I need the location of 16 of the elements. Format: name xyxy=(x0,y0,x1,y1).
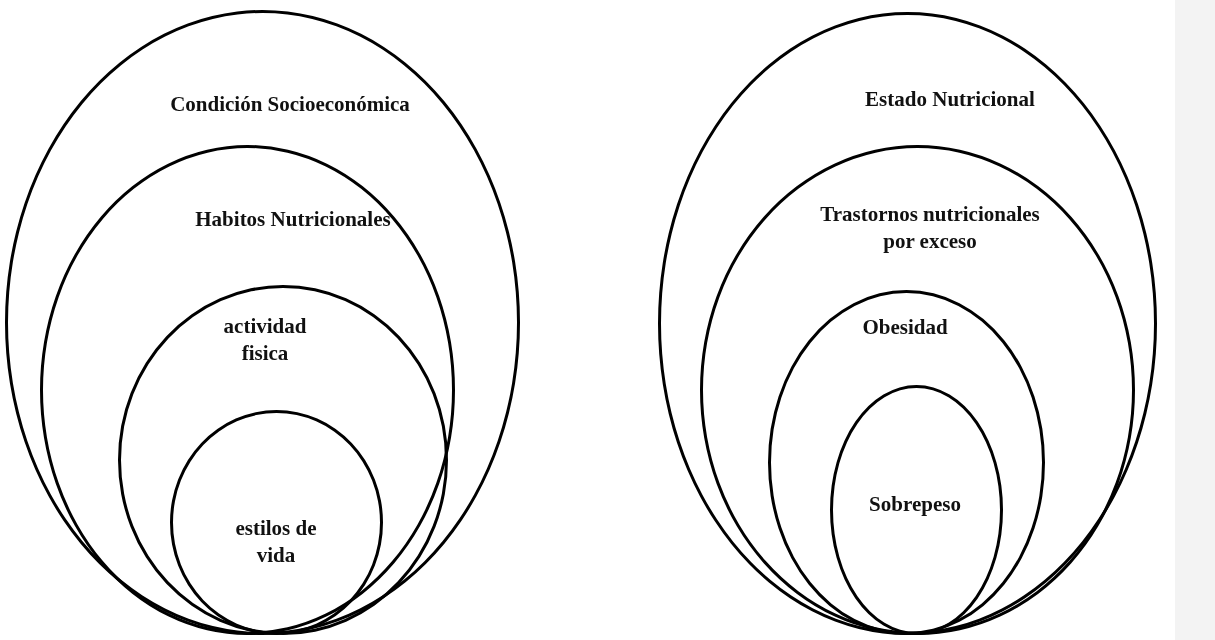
region-label: Sobrepeso xyxy=(868,491,962,519)
ellipse-region xyxy=(658,12,1157,635)
ellipse-region xyxy=(5,10,520,635)
region-label: actividad fisica xyxy=(222,312,308,367)
region-label: Obesidad xyxy=(861,314,949,342)
region-label: Habitos Nutricionales xyxy=(194,206,392,234)
region-label: Trastornos nutricionales por exceso xyxy=(819,200,1041,255)
region-label: Condición Socioeconómica xyxy=(169,91,411,119)
region-label: Estado Nutricional xyxy=(864,86,1036,114)
region-label: estilos de vida xyxy=(234,514,318,569)
ellipse-region xyxy=(40,145,455,635)
ellipse-region xyxy=(700,145,1135,635)
ellipse-region xyxy=(118,285,448,635)
ellipse-region xyxy=(170,410,383,635)
ellipse-region xyxy=(768,290,1045,635)
ellipse-region xyxy=(830,385,1003,635)
